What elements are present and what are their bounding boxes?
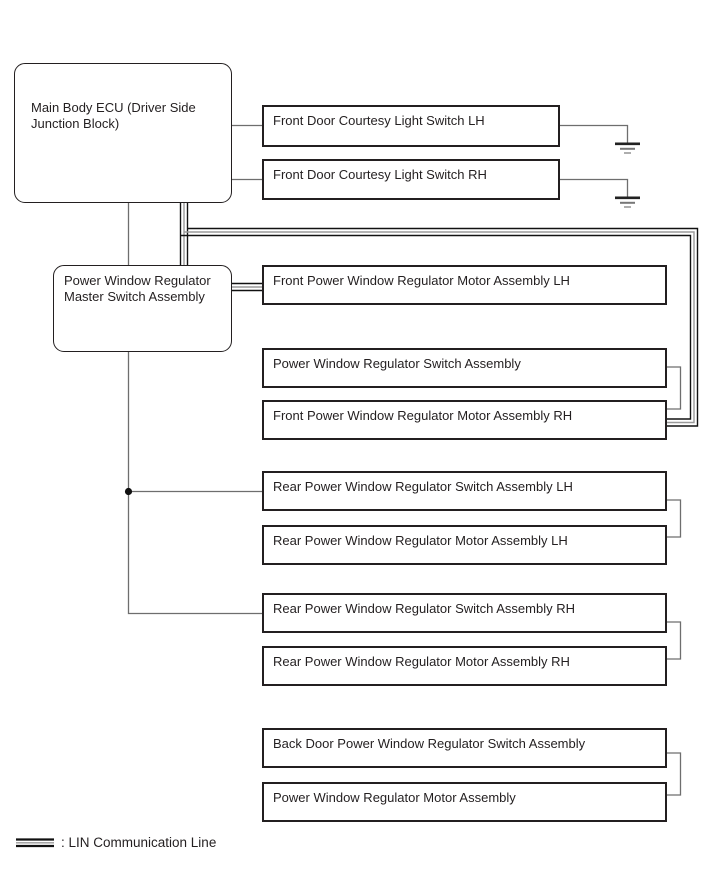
pw-switch-to-front-rh-connector <box>667 366 682 410</box>
courtesy-lh-ground-wire <box>560 124 629 143</box>
ground-symbol-rh <box>615 196 640 208</box>
node-label: Rear Power Window Regulator Motor Assemb… <box>273 654 570 669</box>
lin-triple-line-icon <box>16 837 54 847</box>
lin-right-loop <box>180 227 699 427</box>
node-front-motor-rh: Front Power Window Regulator Motor Assem… <box>262 400 667 440</box>
node-label: Power Window Regulator Motor Assembly <box>273 790 516 805</box>
node-label: Front Door Courtesy Light Switch RH <box>273 167 487 182</box>
node-pw-switch-assembly: Power Window Regulator Switch Assembly <box>262 348 667 388</box>
node-label: Front Power Window Regulator Motor Assem… <box>273 408 573 423</box>
node-label: Back Door Power Window Regulator Switch … <box>273 736 586 751</box>
node-label: Front Door Courtesy Light Switch LH <box>273 113 485 128</box>
node-main-body-ecu: Main Body ECU (Driver Side Junction Bloc… <box>14 63 232 203</box>
node-label: Rear Power Window Regulator Switch Assem… <box>273 479 573 494</box>
lin-loop-line-1 <box>187 227 699 427</box>
legend-label: : LIN Communication Line <box>61 835 217 850</box>
rear-lh-switch-to-motor-connector <box>667 499 682 538</box>
node-label: Power Window Regulator Master Switch Ass… <box>64 273 211 304</box>
node-rear-motor-lh: Rear Power Window Regulator Motor Assemb… <box>262 525 667 565</box>
ground-symbol-lh <box>615 142 640 154</box>
courtesy-rh-ground-wire <box>560 178 629 197</box>
master-switch-rear-trunk-wire <box>127 352 262 615</box>
junction-dot <box>124 487 133 496</box>
node-label: Power Window Regulator Switch Assembly <box>273 356 521 371</box>
node-master-switch: Power Window Regulator Master Switch Ass… <box>53 265 232 352</box>
single-wires <box>127 124 682 796</box>
lin-ecu-to-master-verticals <box>179 203 189 266</box>
lin-loop-line-2 <box>184 231 695 424</box>
node-rear-switch-lh: Rear Power Window Regulator Switch Assem… <box>262 471 667 511</box>
node-courtesy-light-switch-rh: Front Door Courtesy Light Switch RH <box>262 159 560 200</box>
lin-master-to-front-lh <box>232 282 262 292</box>
node-label: Front Power Window Regulator Motor Assem… <box>273 273 570 288</box>
node-rear-motor-rh: Rear Power Window Regulator Motor Assemb… <box>262 646 667 686</box>
node-label: Main Body ECU (Driver Side Junction Bloc… <box>31 100 196 131</box>
node-label: Rear Power Window Regulator Switch Assem… <box>273 601 575 616</box>
node-label: Rear Power Window Regulator Motor Assemb… <box>273 533 568 548</box>
back-door-switch-to-motor-connector <box>667 752 682 796</box>
node-pw-motor: Power Window Regulator Motor Assembly <box>262 782 667 822</box>
node-back-door-switch: Back Door Power Window Regulator Switch … <box>262 728 667 768</box>
node-rear-switch-rh: Rear Power Window Regulator Switch Assem… <box>262 593 667 633</box>
node-front-motor-lh: Front Power Window Regulator Motor Assem… <box>262 265 667 305</box>
legend: : LIN Communication Line <box>15 835 216 850</box>
lin-loop-line-3 <box>180 234 692 420</box>
node-courtesy-light-switch-lh: Front Door Courtesy Light Switch LH <box>262 105 560 147</box>
rear-rh-switch-to-motor-connector <box>667 621 682 660</box>
